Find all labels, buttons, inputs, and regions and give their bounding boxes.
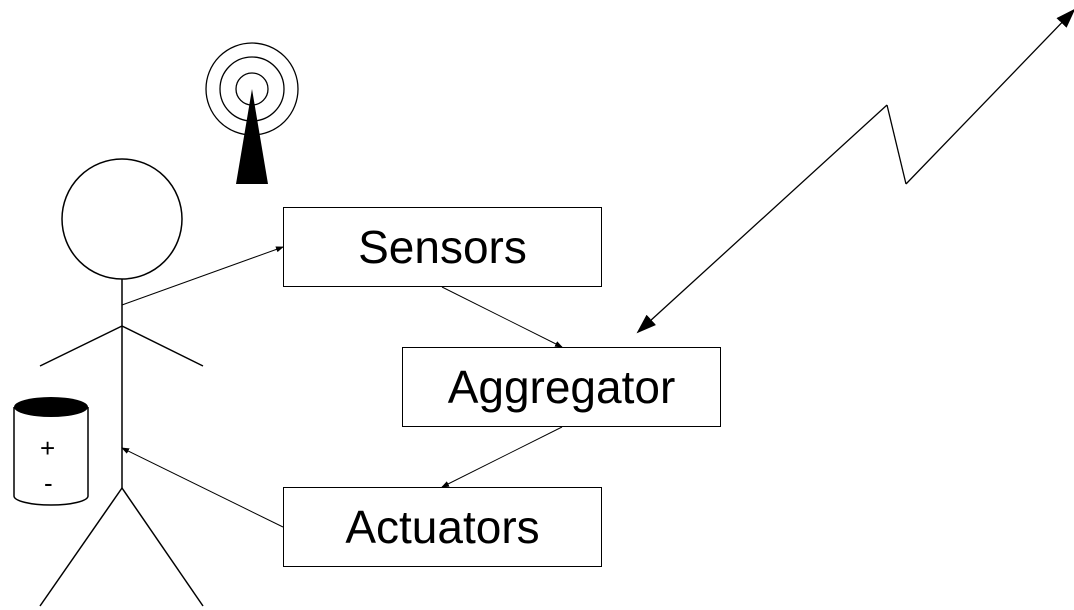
aggregator-label: Aggregator xyxy=(447,361,676,413)
person-left-leg xyxy=(39,487,123,607)
sensors-to-aggregator-arrow xyxy=(441,286,563,348)
lightning-link-icon xyxy=(636,8,1074,334)
person-left-arm xyxy=(39,325,123,367)
actuators-to-person-arrow xyxy=(121,447,284,528)
person-head xyxy=(61,158,183,280)
person-icon xyxy=(39,158,204,607)
battery-plus-label: + xyxy=(40,433,56,463)
battery-minus-label: - xyxy=(44,468,53,498)
sensors-label: Sensors xyxy=(358,221,527,273)
aggregator-box: Aggregator xyxy=(402,347,721,427)
aggregator-to-actuators-arrow xyxy=(441,426,563,488)
person-to-sensors-arrow xyxy=(121,246,284,306)
actuators-box: Actuators xyxy=(283,487,602,567)
person-right-arm xyxy=(121,325,204,367)
person-right-leg xyxy=(121,487,204,607)
battery-icon xyxy=(13,397,89,506)
actuators-label: Actuators xyxy=(345,501,540,553)
sensors-box: Sensors xyxy=(283,207,602,287)
antenna-icon xyxy=(205,42,299,184)
